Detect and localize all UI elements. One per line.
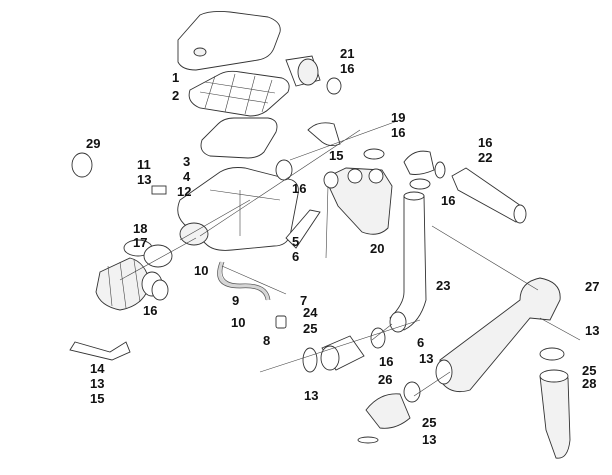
callout-21: 21 [340, 46, 355, 61]
callout-28: 28 [582, 376, 597, 391]
outlet-duct [539, 375, 571, 459]
callout-24: 24 [303, 305, 318, 320]
callout-15: 15 [90, 391, 105, 406]
callout-13: 13 [304, 388, 319, 403]
callout-10: 10 [231, 315, 246, 330]
clamp-16-housing [275, 159, 293, 181]
clamp-25-lower [403, 381, 421, 403]
clamp-16-left [151, 279, 169, 301]
clamp-18 [143, 244, 173, 268]
callout-27: 27 [585, 279, 600, 294]
callout-22: 22 [478, 150, 493, 165]
clamp-25 [302, 347, 318, 373]
clamp-16-manifold [363, 148, 385, 160]
callout-13: 13 [90, 376, 105, 391]
intake-tube [451, 167, 525, 223]
callout-26: 26 [378, 372, 393, 387]
exhaust-duct [439, 277, 561, 393]
callout-6: 6 [292, 249, 300, 264]
callout-25: 25 [422, 415, 437, 430]
callout-16: 16 [478, 135, 493, 150]
callout-6: 6 [417, 335, 425, 350]
callout-13: 13 [137, 172, 152, 187]
callout-13: 13 [419, 351, 434, 366]
callout-9: 9 [232, 293, 240, 308]
sensor-11 [151, 185, 167, 195]
callout-2: 2 [172, 88, 180, 103]
callout-16: 16 [143, 303, 158, 318]
callout-25: 25 [582, 363, 597, 378]
bracket-5 [285, 209, 321, 249]
callout-16: 16 [340, 61, 355, 76]
callout-16: 16 [292, 181, 307, 196]
airbox-cover [177, 10, 281, 71]
clamp-16-right [434, 161, 446, 179]
callout-14: 14 [90, 361, 105, 376]
callout-25: 25 [303, 321, 318, 336]
outlet-clamp [357, 436, 379, 444]
callout-23: 23 [436, 278, 451, 293]
callout-8: 8 [263, 333, 271, 348]
callout-13: 13 [585, 323, 600, 338]
callout-13: 13 [422, 432, 437, 447]
callout-3: 3 [183, 154, 191, 169]
gasket [200, 117, 278, 159]
callout-20: 20 [370, 241, 385, 256]
intake-tube-end [513, 204, 527, 224]
clamp-16-tube [409, 178, 431, 190]
callout-10: 10 [194, 263, 209, 278]
callout-16: 16 [441, 193, 456, 208]
callout-16: 16 [379, 354, 394, 369]
elbow-upper [307, 122, 341, 147]
clamp-29 [71, 152, 93, 178]
callout-7: 7 [300, 293, 308, 308]
filter-grid [188, 70, 290, 117]
callout-17: 17 [133, 235, 148, 250]
clamp-25-right [539, 347, 565, 361]
callout-29: 29 [86, 136, 101, 151]
airbox-housing [177, 167, 299, 251]
intake-manifold [323, 167, 393, 235]
long-tube [389, 195, 427, 331]
callout-4: 4 [183, 169, 191, 184]
elbow-outlet [365, 393, 411, 429]
callout-19: 19 [391, 110, 406, 125]
callout-12: 12 [177, 184, 192, 199]
elbow-right [403, 150, 435, 175]
callout-18: 18 [133, 221, 148, 236]
callout-15: 15 [329, 148, 344, 163]
clamp-16-lower [370, 327, 386, 349]
callout-16: 16 [391, 125, 406, 140]
filter-element [285, 55, 342, 95]
callout-11: 11 [137, 157, 151, 172]
sensor-8 [275, 315, 287, 329]
bracket-14 [69, 341, 131, 361]
callout-5: 5 [292, 234, 300, 249]
callout-1: 1 [172, 70, 180, 85]
